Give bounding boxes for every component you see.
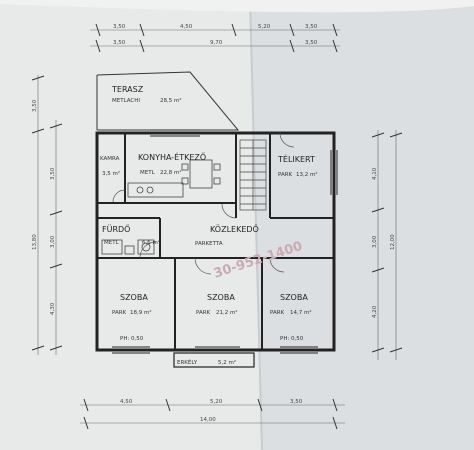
interior-walls xyxy=(97,133,334,350)
door-swings xyxy=(112,132,295,275)
bottom-dimensions: 4,50 5,20 3,50 14,00 xyxy=(80,398,345,430)
room1-floor: PARK xyxy=(112,310,127,316)
kitchen-name: KONYHA-ÉTKEZŐ xyxy=(138,151,206,162)
dim-top-4: 3,50 xyxy=(305,24,318,30)
dim-left-1: 3,50 xyxy=(32,99,38,112)
hallway-floor: PARKETTA xyxy=(195,241,223,247)
dim-top-2: 4,50 xyxy=(180,24,193,30)
wintergarden-area: 13,2 m² xyxy=(296,171,318,178)
bathroom-fixtures xyxy=(101,239,155,255)
kitchen-floor: METL xyxy=(140,170,156,176)
top-dimensions: 3,50 4,50 5,20 3,50 3,50 9,70 3,50 xyxy=(90,23,340,53)
dim-bottom-2: 5,20 xyxy=(210,399,223,405)
room3-floor: PARK xyxy=(270,310,285,316)
room2-area: 21,2 m² xyxy=(216,309,238,316)
dim-top-7: 3,50 xyxy=(305,40,318,46)
balcony xyxy=(173,352,255,368)
dim-top-5: 3,50 xyxy=(113,40,126,46)
balcony-area: 5,2 m² xyxy=(218,359,236,366)
dining-table xyxy=(181,159,221,189)
balcony-name: ERKÉLY xyxy=(177,358,198,366)
kitchen-area: 22,8 m² xyxy=(160,169,182,176)
room1-name: SZOBA xyxy=(120,293,148,302)
left-dimensions: 3,50 13,80 3,50 3,00 4,30 xyxy=(31,75,63,355)
room3-name: SZOBA xyxy=(280,293,308,302)
room1-area: 18,9 m² xyxy=(130,309,152,316)
bathroom-area: 6,6 m² xyxy=(142,239,160,246)
dim-top-1: 3,50 xyxy=(113,24,126,30)
dim-right-total: 12,00 xyxy=(390,234,396,250)
dim-right-1: 4,10 xyxy=(372,167,378,180)
terrace-area: 28,5 m² xyxy=(160,97,182,104)
dim-top-3: 5,20 xyxy=(258,24,271,30)
room-labels: TERASZ METLACHI 28,5 m² KAMRA 3,5 m² KON… xyxy=(100,85,318,366)
dim-right-3: 4,20 xyxy=(372,305,378,318)
kitchen-counter xyxy=(127,182,184,198)
dim-left-4: 4,30 xyxy=(50,302,56,315)
terrace-name: TERASZ xyxy=(111,85,144,94)
wintergarden-name: TÉLIKERT xyxy=(277,153,315,164)
windows xyxy=(112,129,338,354)
dim-right-2: 3,00 xyxy=(372,235,378,248)
dim-left-2: 3,50 xyxy=(50,167,56,180)
wintergarden-floor: PARK xyxy=(278,172,293,178)
room3-area: 14,7 m² xyxy=(290,309,312,316)
room1-ph: PH: 0,50 xyxy=(120,336,144,342)
room3-ph: PH: 0,50 xyxy=(280,336,304,342)
dim-top-6: 9,70 xyxy=(210,40,223,46)
dim-bottom-3: 3,50 xyxy=(290,399,303,405)
pantry-name: KAMRA xyxy=(100,156,120,162)
terrace-floor: METLACHI xyxy=(112,98,140,104)
bathroom-floor: METL xyxy=(104,240,120,246)
hallway-name: KÖZLEKEDŐ xyxy=(210,224,259,234)
dim-bottom-1: 4,50 xyxy=(120,399,133,405)
room2-floor: PARK xyxy=(196,310,211,316)
dim-left-3: 3,00 xyxy=(50,235,56,248)
outer-walls xyxy=(95,131,336,352)
dim-left-total: 13,80 xyxy=(32,234,38,250)
dim-bottom-total: 14,00 xyxy=(200,417,216,423)
right-dimensions: 4,10 3,00 4,20 12,00 xyxy=(371,130,403,360)
room2-name: SZOBA xyxy=(207,293,235,302)
staircase xyxy=(239,139,267,211)
bathroom-name: FÜRDŐ xyxy=(102,224,130,234)
pantry-area: 3,5 m² xyxy=(102,170,120,177)
